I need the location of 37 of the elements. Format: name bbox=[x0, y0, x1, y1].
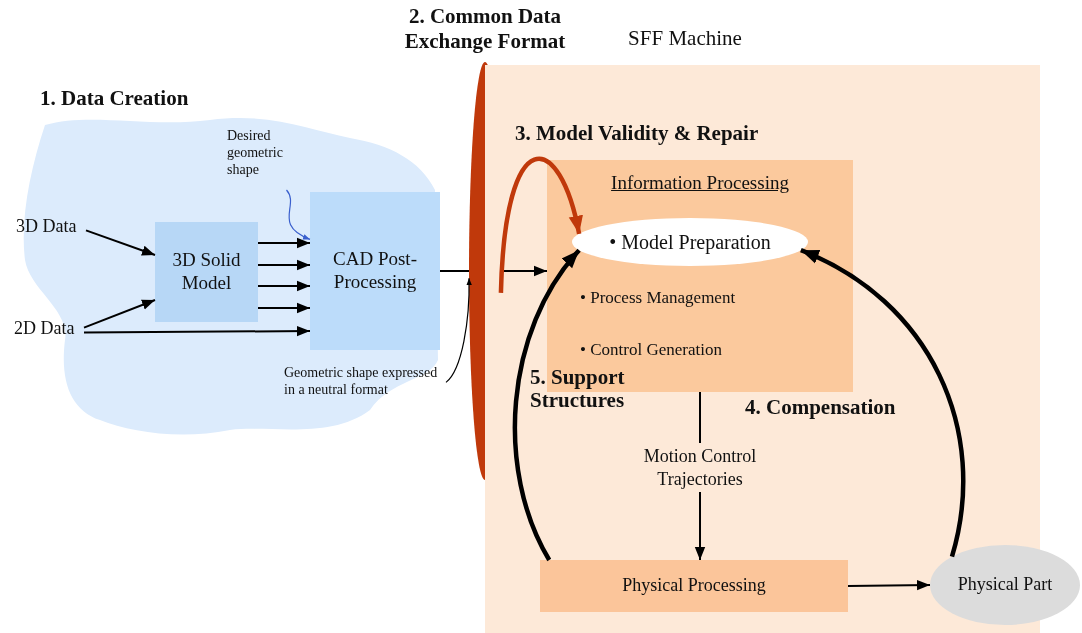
process-box bbox=[547, 160, 853, 392]
arrow bbox=[83, 325, 311, 337]
edge-label: 3. Model Validity & Repair bbox=[515, 122, 760, 146]
arrow bbox=[257, 280, 311, 292]
box-label: • Model Preparation bbox=[608, 230, 772, 254]
ellipse-node bbox=[572, 218, 808, 266]
edge-label: 4. Compensation bbox=[745, 396, 897, 420]
box-label: 3D Solid Model bbox=[171, 249, 242, 295]
bullet-item: • Control Generation bbox=[580, 340, 723, 360]
arrow bbox=[257, 302, 311, 314]
process-box bbox=[155, 222, 258, 322]
box-title: Information Processing bbox=[610, 172, 790, 194]
arrow bbox=[83, 299, 156, 329]
arrow bbox=[847, 579, 931, 591]
curved-arrow bbox=[799, 248, 966, 558]
region-title: SFF Machine bbox=[627, 26, 743, 51]
box-label: Physical Part bbox=[956, 574, 1054, 596]
section-heading: 1. Data Creation bbox=[40, 86, 189, 111]
curved-arrow bbox=[512, 248, 581, 562]
connector-line bbox=[439, 270, 470, 272]
section-heading: 2. Common Data Exchange Format bbox=[403, 4, 567, 55]
arrow bbox=[257, 237, 311, 249]
box-label: CAD Post-Processing bbox=[332, 248, 418, 294]
arrow bbox=[257, 259, 311, 271]
annotation-text: Desired geometric shape bbox=[227, 128, 284, 179]
edge-label: 5. Support Structures bbox=[530, 366, 626, 413]
process-box bbox=[310, 192, 440, 350]
annotation-text: 3D Data bbox=[16, 216, 78, 238]
bullet-item: • Process Management bbox=[580, 288, 737, 308]
box-label: Physical Processing bbox=[621, 575, 767, 597]
arrow bbox=[85, 229, 156, 256]
annotation-text: 2D Data bbox=[14, 318, 76, 340]
leader-line bbox=[285, 189, 311, 240]
curved-arrow bbox=[498, 157, 583, 293]
annotation-text: Geometric shape expressed in a neutral format bbox=[284, 365, 439, 399]
process-box bbox=[540, 560, 848, 612]
leader-line bbox=[445, 277, 472, 383]
